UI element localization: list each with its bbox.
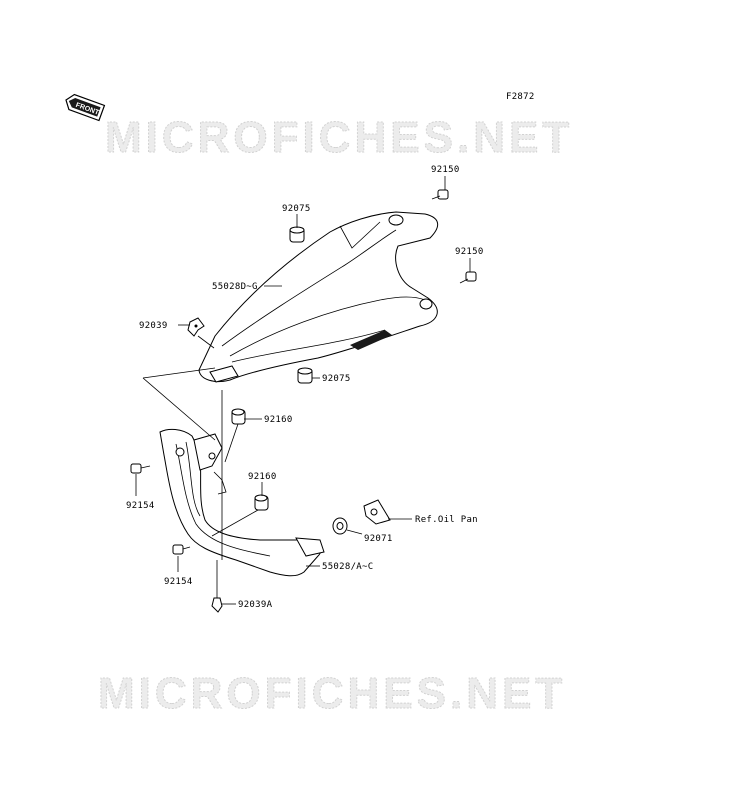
label-ref-oil-pan: Ref.Oil Pan	[415, 515, 478, 525]
label-55028d-g: 55028D~G	[212, 282, 258, 292]
figure-code: F2872	[506, 92, 535, 102]
lower-cowl-part	[159, 428, 325, 577]
label-92150-b: 92150	[455, 247, 484, 257]
upper-cowl-part	[198, 211, 439, 383]
label-92160-b: 92160	[248, 472, 277, 482]
label-92075-b: 92075	[322, 374, 351, 384]
oil-pan-bracket	[363, 499, 391, 525]
part-92150-b-bolt	[459, 271, 477, 284]
label-92150-a: 92150	[431, 165, 460, 175]
label-92160-a: 92160	[264, 415, 293, 425]
label-92071: 92071	[364, 534, 393, 544]
part-92154-a-bolt	[130, 463, 151, 474]
label-92075-a: 92075	[282, 204, 311, 214]
watermark-bottom: MICROFICHES.NET	[98, 669, 566, 718]
watermark-top: MICROFICHES.NET	[105, 113, 573, 162]
part-92075-a-grommet	[289, 226, 305, 243]
leader-lines	[135, 176, 471, 605]
part-92039-clip	[187, 317, 205, 337]
label-92039: 92039	[139, 321, 168, 331]
front-arrow-icon: FRONT	[65, 93, 106, 122]
label-92154-b: 92154	[164, 577, 193, 587]
label-55028-a-c: 55028/A~C	[322, 562, 373, 572]
part-92160-a-grommet	[231, 408, 246, 425]
part-92071-grommet	[332, 517, 348, 535]
part-92075-b-grommet	[297, 367, 313, 384]
part-92160-b-grommet	[254, 494, 269, 511]
part-92154-b-bolt	[172, 544, 191, 555]
part-92039a-pin	[211, 592, 223, 613]
label-92039a: 92039A	[238, 600, 273, 610]
label-92154-a: 92154	[126, 501, 155, 511]
part-92150-a-bolt	[431, 189, 449, 200]
